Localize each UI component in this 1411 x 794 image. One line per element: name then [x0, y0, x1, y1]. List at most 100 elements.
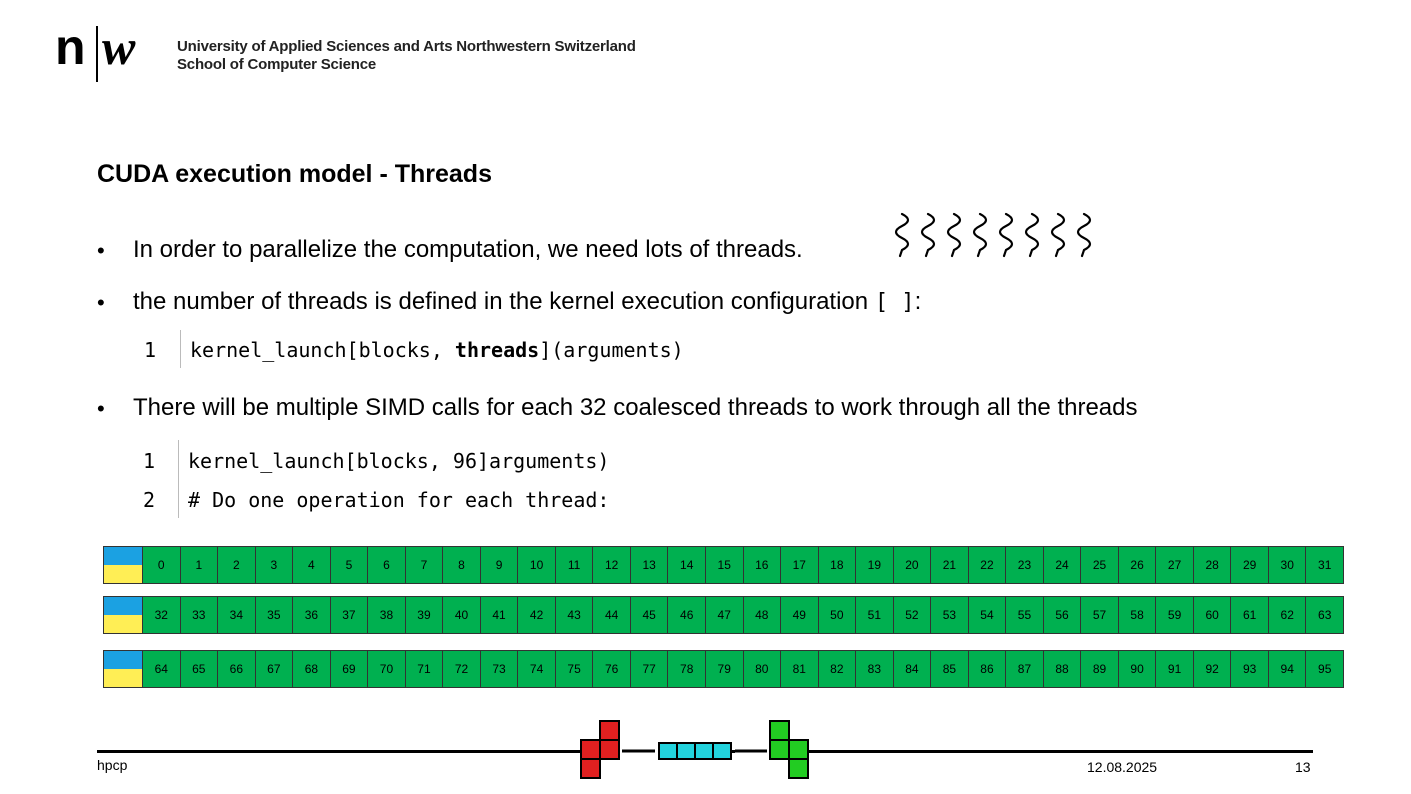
thread-cell: 69: [330, 651, 369, 687]
slide-title: CUDA execution model - Threads: [97, 160, 492, 188]
thread-squiggle-icon: [1076, 212, 1092, 258]
thread-cell: 3: [255, 547, 294, 583]
thread-cell: 92: [1193, 651, 1232, 687]
thread-cell: 33: [180, 597, 219, 633]
warp-header: [104, 597, 143, 633]
thread-cell: 91: [1156, 651, 1194, 687]
thread-cell: 36: [293, 597, 331, 633]
tetromino-decoration: [580, 720, 809, 779]
thread-cell: 86: [968, 651, 1007, 687]
thread-cell: 83: [856, 651, 894, 687]
thread-cell: 32: [143, 597, 181, 633]
thread-squiggle-icon: [920, 212, 936, 258]
thread-cell: 55: [1006, 597, 1044, 633]
thread-cell: 72: [443, 651, 481, 687]
thread-cell: 20: [893, 547, 932, 583]
code-line-1: kernel_launch[blocks, 96]arguments): [188, 449, 610, 473]
thread-cell: 87: [1006, 651, 1044, 687]
thread-cell: 43: [555, 597, 594, 633]
thread-cell: 31: [1306, 547, 1343, 583]
thread-cell: 2: [218, 547, 256, 583]
school-name: School of Computer Science: [177, 56, 376, 73]
cyan-tetromino: [658, 742, 732, 760]
bullet-2-brackets: [ ]: [874, 290, 915, 315]
thread-cell: 58: [1118, 597, 1157, 633]
thread-cell: 6: [368, 547, 406, 583]
thread-cell: 71: [405, 651, 444, 687]
thread-cell: 37: [330, 597, 369, 633]
thread-cell: 28: [1193, 547, 1232, 583]
thread-cell: 74: [518, 651, 556, 687]
line-gap: [615, 745, 660, 753]
thread-cell: 75: [555, 651, 594, 687]
bullet-1-text: In order to parallelize the computation,…: [133, 236, 803, 263]
thread-cell: 26: [1118, 547, 1157, 583]
thread-cell: 9: [480, 547, 519, 583]
thread-cell: 57: [1081, 597, 1119, 633]
thread-cell: 35: [255, 597, 294, 633]
thread-cell: 77: [630, 651, 669, 687]
thread-cell: 42: [518, 597, 556, 633]
thread-cell: 78: [668, 651, 706, 687]
thread-cell: 16: [743, 547, 782, 583]
thread-cell: 5: [330, 547, 369, 583]
thread-cell: 93: [1231, 651, 1269, 687]
code-line-1: kernel_launch[blocks, threads](arguments…: [190, 338, 684, 362]
thread-cell: 34: [218, 597, 256, 633]
thread-cell: 46: [668, 597, 706, 633]
thread-cell: 82: [818, 651, 857, 687]
thread-squiggle-icon: [894, 212, 910, 258]
thread-cell: 52: [893, 597, 932, 633]
thread-cell: 39: [405, 597, 444, 633]
thread-cell: 23: [1006, 547, 1044, 583]
thread-cell: 88: [1043, 651, 1082, 687]
code-separator: [178, 440, 179, 518]
line-gap: [735, 745, 780, 753]
thread-cell: 29: [1231, 547, 1269, 583]
thread-cell: 30: [1268, 547, 1307, 583]
thread-cell: 59: [1156, 597, 1194, 633]
bullet-marker: •: [97, 396, 105, 421]
thread-cell: 66: [218, 651, 256, 687]
thread-cell: 90: [1118, 651, 1157, 687]
thread-cell: 81: [781, 651, 819, 687]
thread-cell: 62: [1268, 597, 1307, 633]
thread-cell: 51: [856, 597, 894, 633]
thread-cell: 50: [818, 597, 857, 633]
thread-cell: 19: [856, 547, 894, 583]
thread-cell: 22: [968, 547, 1007, 583]
thread-cell: 7: [405, 547, 444, 583]
thread-squiggle-icon: [946, 212, 962, 258]
thread-cell: 63: [1306, 597, 1343, 633]
warp-header: [104, 547, 143, 583]
thread-squiggle-icon: [1050, 212, 1066, 258]
code-line-number: 1: [143, 449, 156, 473]
thread-cell: 14: [668, 547, 706, 583]
thread-squiggle-icon: [998, 212, 1014, 258]
thread-cell: 76: [593, 651, 631, 687]
thread-cell: 13: [630, 547, 669, 583]
thread-cell: 89: [1081, 651, 1119, 687]
bullet-marker: •: [97, 290, 105, 315]
thread-cell: 25: [1081, 547, 1119, 583]
thread-cell: 64: [143, 651, 181, 687]
thread-cell: 11: [555, 547, 594, 583]
thread-cell: 68: [293, 651, 331, 687]
bullet-2: the number of threads is defined in the …: [133, 288, 921, 316]
code-text: kernel_launch[blocks,: [190, 338, 455, 362]
threads-icon-group: [894, 212, 1092, 258]
thread-cell: 12: [593, 547, 631, 583]
thread-cell: 38: [368, 597, 406, 633]
code-line-2: # Do one operation for each thread:: [188, 488, 610, 512]
thread-cell: 44: [593, 597, 631, 633]
footer-course: hpcp: [97, 757, 128, 773]
thread-cell: 4: [293, 547, 331, 583]
code-text: ](arguments): [539, 338, 684, 362]
thread-cell: 67: [255, 651, 294, 687]
logo-w: w: [102, 19, 136, 75]
bullet-2-text: the number of threads is defined in the …: [133, 288, 869, 315]
bullet-2-suffix: :: [914, 288, 922, 315]
